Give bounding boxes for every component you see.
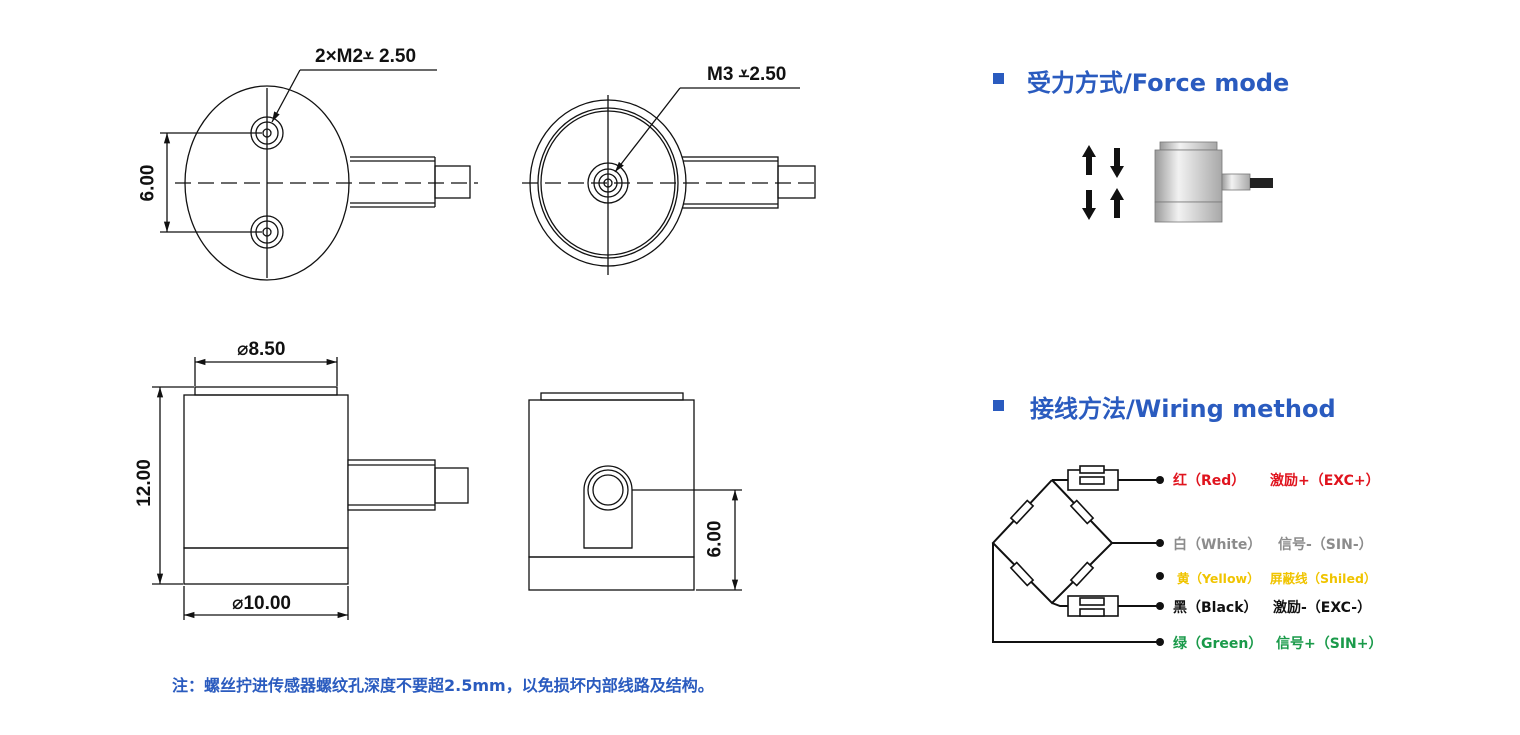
height-dimension-label: 12.00 — [133, 459, 155, 507]
side-view-right — [528, 392, 742, 591]
wire-white-function: 信号-（SIN-） — [1278, 537, 1373, 553]
top-view-right — [522, 87, 818, 275]
wire-terminal-dots — [1156, 476, 1164, 646]
wire-white-label: 白（White） — [1173, 537, 1262, 553]
wiring-method-heading: 接线方法/Wiring method — [1030, 395, 1336, 423]
wire-green-label: 绿（Green） — [1173, 636, 1263, 652]
bullet-square-icon — [993, 73, 1004, 84]
force-arrows-icon — [1082, 145, 1124, 220]
wire-green-function: 信号+（SIN+） — [1276, 636, 1383, 652]
top-left-dimension-label: 6.00 — [137, 164, 159, 202]
wire-yellow-function: 屏蔽线（Shiled） — [1270, 571, 1377, 586]
top-left-callout-label: 2×M2⩡ 2.50 — [315, 46, 417, 67]
side-view-left — [152, 357, 469, 620]
top-diameter-label: ⌀8.50 — [237, 339, 286, 360]
wire-black-label: 黑（Black） — [1173, 600, 1258, 616]
wire-red-label: 红（Red） — [1173, 473, 1246, 489]
load-cell-illustration — [1154, 141, 1273, 223]
force-mode-heading: 受力方式/Force mode — [1027, 69, 1290, 97]
wire-red-function: 激励+（EXC+） — [1270, 473, 1380, 489]
base-diameter-label: ⌀10.00 — [232, 593, 291, 614]
top-right-callout-label: M3 ⩡2.50 — [707, 64, 787, 85]
cable-height-dimension-label: 6.00 — [704, 520, 726, 558]
wheatstone-bridge-diagram — [991, 465, 1164, 646]
bullet-square-icon — [993, 400, 1004, 411]
wire-yellow-label: 黄（Yellow） — [1177, 571, 1260, 586]
installation-note: 注：螺丝拧进传感器螺纹孔深度不要超2.5mm，以免损坏内部线路及结构。 — [172, 676, 714, 695]
top-view-left — [160, 69, 478, 281]
wire-black-function: 激励-（EXC-） — [1273, 600, 1372, 616]
